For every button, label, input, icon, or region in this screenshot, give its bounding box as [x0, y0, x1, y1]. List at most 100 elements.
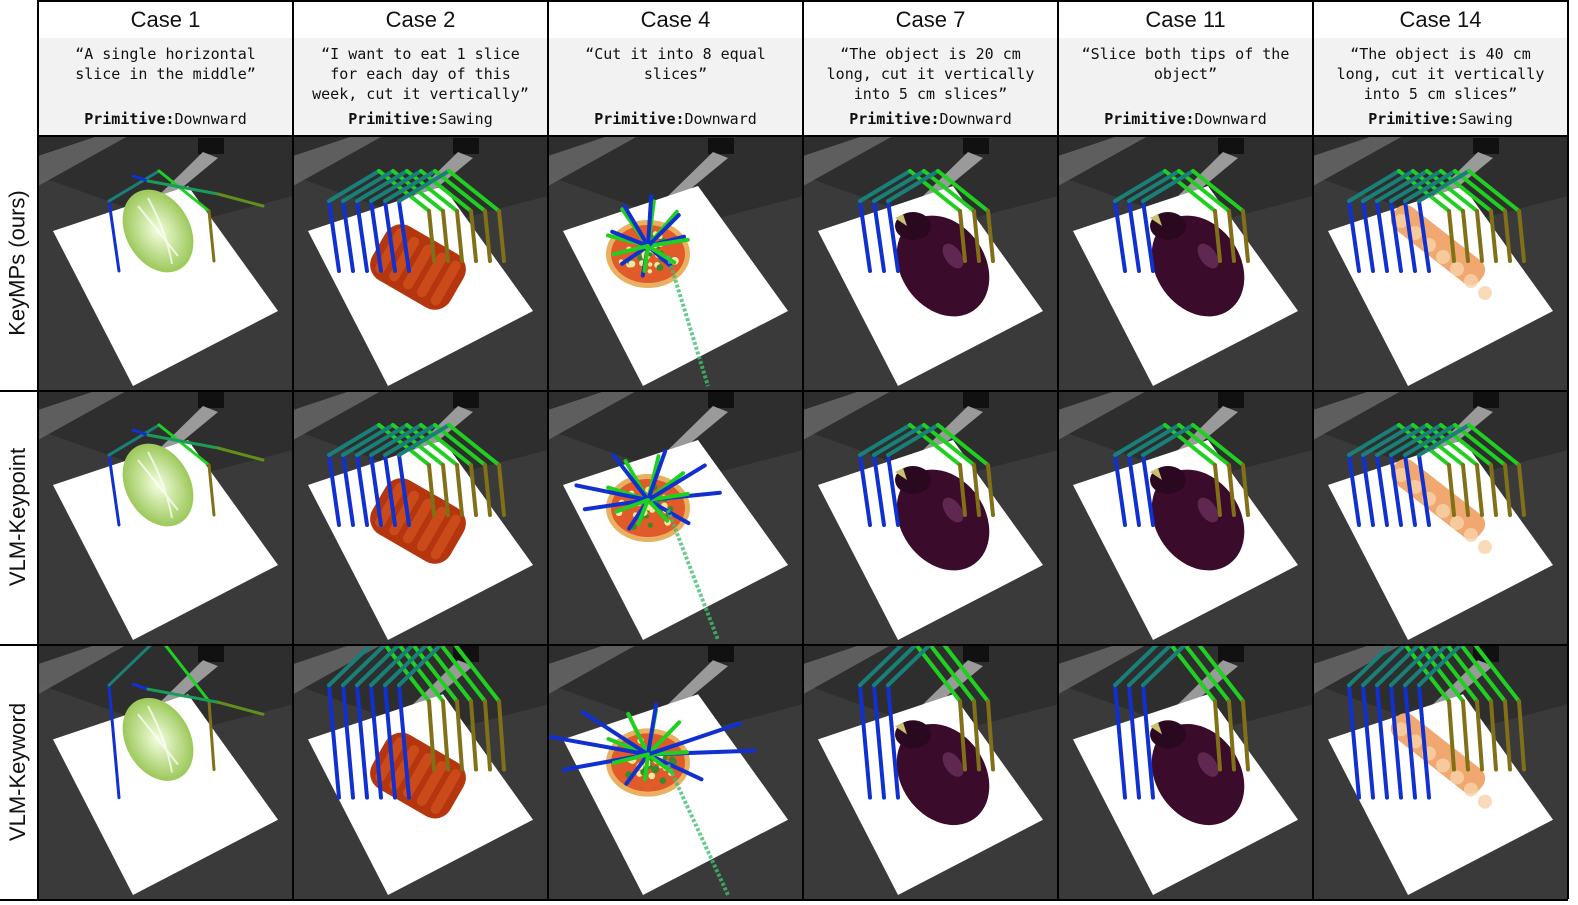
scene-cell-r2-c5 [1058, 390, 1313, 644]
grid-hline [0, 644, 1568, 646]
scene-render [1058, 136, 1313, 390]
case-prompt-box-5: “Slice both tips of the object” Primitive… [1058, 38, 1313, 135]
scene-cell-r1-c4 [803, 136, 1058, 390]
primitive-value: Sawing [438, 110, 493, 128]
grid-hline [0, 390, 1568, 392]
object-eggplant [1150, 720, 1245, 826]
case-title-1: Case 1 [38, 2, 293, 38]
primitive-value: Sawing [1458, 110, 1513, 128]
primitive-colon: : [165, 110, 175, 128]
primitive-label: Primitive [849, 110, 931, 128]
primitive-label: Primitive [348, 110, 430, 128]
scene-render [293, 390, 548, 644]
row-label-3: VLM-Keyword [0, 644, 36, 899]
scene-cell-r3-c6 [1313, 644, 1568, 899]
trajectory-set [1113, 423, 1250, 527]
case-prompt-box-6: “The object is 40 cm long, cut it vertic… [1313, 38, 1568, 135]
scene-render [1313, 390, 1568, 644]
primitive-line: Primitive:Sawing [1368, 109, 1513, 129]
case-prompt-box-1: “A single horizontal slice in the middle… [38, 38, 293, 135]
trajectory-set [858, 169, 995, 273]
primitive-colon: : [1449, 110, 1459, 128]
grid-vline [1312, 0, 1314, 899]
scene-render [548, 390, 803, 644]
scene-render [38, 390, 293, 644]
case-prompt-text: “A single horizontal slice in the middle… [75, 45, 256, 83]
case-title-6: Case 14 [1313, 2, 1568, 38]
scene-render [1058, 390, 1313, 644]
scene-cell-r2-c2 [293, 390, 548, 644]
scene-render [803, 390, 1058, 644]
primitive-line: Primitive:Downward [594, 109, 757, 129]
trajectory-set [574, 449, 722, 641]
object-eggplant [1150, 466, 1245, 571]
row-label-1: KeyMPs (ours) [0, 136, 36, 390]
trajectory-set [1347, 423, 1526, 527]
trajectory-set [606, 194, 710, 387]
object-cabbage [122, 443, 194, 527]
trajectory-set [327, 423, 506, 527]
primitive-line: Primitive:Downward [1104, 109, 1267, 129]
scene-render [1058, 644, 1313, 899]
primitive-label: Primitive [84, 110, 166, 128]
object-cabbage [122, 697, 194, 781]
case-prompt-text: “Slice both tips of the object” [1081, 45, 1290, 83]
trajectory-set [548, 702, 757, 896]
primitive-colon: : [429, 110, 439, 128]
scene-cell-r1-c3 [548, 136, 803, 390]
trajectory-set [858, 423, 995, 527]
primitive-value: Downward [939, 110, 1012, 128]
scene-render [803, 644, 1058, 899]
scene-render [1313, 644, 1568, 899]
primitive-value: Downward [684, 110, 757, 128]
grid-hline [38, 135, 1568, 137]
row-label-text: VLM-Keyword [5, 702, 30, 841]
case-prompt-text: “The object is 20 cm long, cut it vertic… [826, 45, 1035, 103]
row-label-text: KeyMPs (ours) [5, 190, 31, 336]
scene-render [293, 136, 548, 390]
grid-vline [802, 0, 804, 899]
grid-vline [37, 0, 39, 899]
grid-vline [1567, 0, 1569, 899]
scene-cell-r1-c1 [38, 136, 293, 390]
primitive-line: Primitive:Downward [849, 109, 1012, 129]
case-title-2: Case 2 [293, 2, 548, 38]
scene-cell-r3-c2 [293, 644, 548, 899]
scene-cell-r2-c6 [1313, 390, 1568, 644]
case-prompt-box-3: “Cut it into 8 equal slices” Primitive:Do… [548, 38, 803, 135]
object-eggplant [895, 212, 990, 317]
primitive-colon: : [930, 110, 940, 128]
grid-vline [547, 0, 549, 899]
scene-cell-r3-c1 [38, 644, 293, 899]
case-title-3: Case 4 [548, 2, 803, 38]
row-label-2: VLM-Keypoint [0, 390, 36, 644]
primitive-value: Downward [174, 110, 247, 128]
scene-render [548, 136, 803, 390]
grid-vline [1057, 0, 1059, 899]
primitive-line: Primitive:Downward [84, 109, 247, 129]
trajectory-set [107, 169, 265, 273]
grid-vline [292, 0, 294, 899]
trajectory-set [327, 169, 506, 273]
primitive-label: Primitive [1368, 110, 1450, 128]
object-eggplant [895, 720, 990, 826]
scene-render [1313, 136, 1568, 390]
primitive-colon: : [675, 110, 685, 128]
case-prompt-text: “The object is 40 cm long, cut it vertic… [1336, 45, 1545, 103]
case-prompt-text: “Cut it into 8 equal slices” [585, 45, 766, 83]
trajectory-set [1113, 169, 1250, 273]
trajectory-set [327, 644, 506, 800]
trajectory-set [1347, 169, 1526, 273]
object-eggplant [1150, 212, 1245, 317]
case-title-4: Case 7 [803, 2, 1058, 38]
case-title-5: Case 11 [1058, 2, 1313, 38]
case-prompt-box-4: “The object is 20 cm long, cut it vertic… [803, 38, 1058, 135]
object-eggplant [895, 466, 990, 571]
object-cabbage [122, 189, 194, 273]
primitive-label: Primitive [1104, 110, 1186, 128]
scene-render [548, 644, 803, 899]
trajectory-set [1113, 644, 1250, 800]
scene-cell-r2-c1 [38, 390, 293, 644]
scene-render [803, 136, 1058, 390]
scene-cell-r1-c6 [1313, 136, 1568, 390]
